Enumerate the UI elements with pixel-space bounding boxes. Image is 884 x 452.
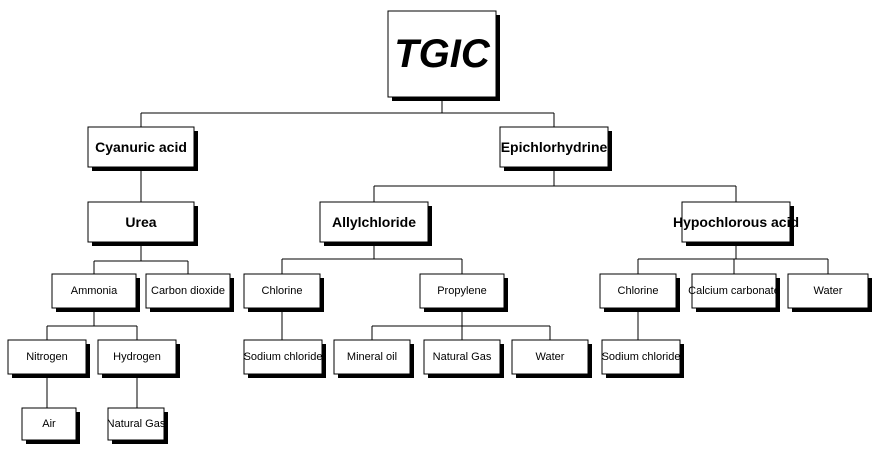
node-label-urea: Urea [125,214,156,230]
node-label-epichlorhydrine: Epichlorhydrine [501,139,608,155]
node-label-hypochlorous-acid: Hypochlorous acid [673,214,799,230]
node-natural-gas-propylene: Natural Gas [423,339,504,378]
node-label-calcium-carbonate: Calcium carbonate [688,285,780,297]
node-label-chlorine-allyl: Chlorine [262,285,303,297]
node-chlorine-hypo: Chlorine [599,273,680,312]
node-label-air: Air [42,418,56,430]
node-label-nitrogen: Nitrogen [26,351,68,363]
node-air: Air [21,407,80,444]
node-hydrogen: Hydrogen [97,339,180,378]
node-label-cyanuric-acid: Cyanuric acid [95,139,187,155]
node-label-carbon-dioxide: Carbon dioxide [151,285,225,297]
node-label-tgic: TGIC [394,32,491,76]
node-ammonia: Ammonia [51,273,140,312]
node-propylene: Propylene [419,273,508,312]
node-label-natural-gas-propylene: Natural Gas [433,351,492,363]
node-natural-gas-hydrogen: Natural Gas [107,407,168,444]
node-chlorine-allyl: Chlorine [243,273,324,312]
node-label-water-propylene: Water [536,351,565,363]
node-urea: Urea [87,201,198,246]
node-allylchloride: Allylchloride [319,201,432,246]
node-cyanuric-acid: Cyanuric acid [87,126,198,171]
node-sodium-chloride-hypo: Sodium chloride [601,339,684,378]
node-water-propylene: Water [511,339,592,378]
node-label-ammonia: Ammonia [71,285,118,297]
node-label-propylene: Propylene [437,285,487,297]
node-label-sodium-chloride-allyl: Sodium chloride [244,351,323,363]
node-hypochlorous-acid: Hypochlorous acid [673,201,799,246]
node-sodium-chloride-allyl: Sodium chloride [243,339,326,378]
node-label-sodium-chloride-hypo: Sodium chloride [602,351,681,363]
node-tgic: TGIC [387,10,500,101]
node-label-water-hypo: Water [814,285,843,297]
node-carbon-dioxide: Carbon dioxide [145,273,234,312]
node-label-chlorine-hypo: Chlorine [618,285,659,297]
node-label-mineral-oil: Mineral oil [347,351,397,363]
node-label-natural-gas-hydrogen: Natural Gas [107,418,166,430]
node-water-hypo: Water [787,273,872,312]
node-calcium-carbonate: Calcium carbonate [688,273,780,312]
node-label-hydrogen: Hydrogen [113,351,161,363]
node-mineral-oil: Mineral oil [333,339,414,378]
node-nitrogen: Nitrogen [7,339,90,378]
node-epichlorhydrine: Epichlorhydrine [499,126,612,171]
node-label-allylchloride: Allylchloride [332,214,416,230]
